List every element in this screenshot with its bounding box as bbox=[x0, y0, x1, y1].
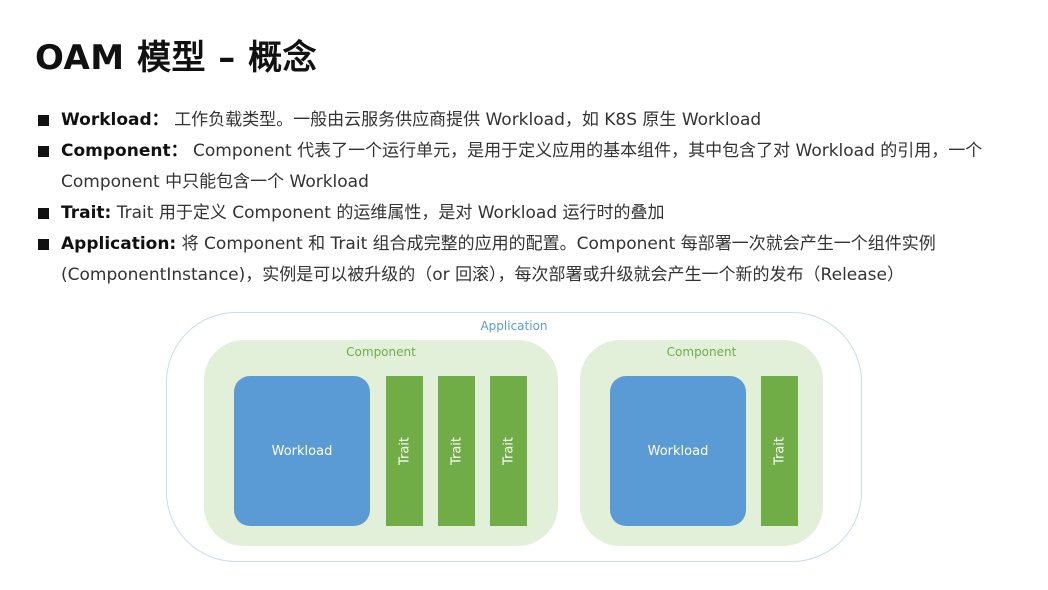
trait-label: Trait bbox=[397, 436, 412, 466]
application-container: Application Component Workload Trait Tra… bbox=[166, 312, 862, 562]
bullet-application: Application: 将 Component 和 Trait 组合成完整的应… bbox=[36, 229, 1036, 291]
square-bullet-icon bbox=[38, 239, 49, 250]
trait-label: Trait bbox=[501, 436, 516, 466]
bullet-list: Workload： 工作负载类型。一般由云服务供应商提供 Workload，如 … bbox=[36, 105, 1036, 291]
bullet-workload: Workload： 工作负载类型。一般由云服务供应商提供 Workload，如 … bbox=[36, 105, 1036, 136]
bullet-text: Component 中只能包含一个 Workload bbox=[61, 172, 369, 192]
page-title: OAM 模型 – 概念 bbox=[35, 38, 318, 78]
bullet-component: Component： Component 代表了一个运行单元，是用于定义应用的基… bbox=[36, 136, 1036, 198]
bullet-term: Workload： bbox=[61, 110, 169, 130]
workload-label: Workload bbox=[271, 443, 333, 459]
square-bullet-icon bbox=[38, 146, 49, 157]
workload-box: Workload bbox=[610, 376, 746, 526]
component-label: Component bbox=[666, 345, 737, 359]
workload-label: Workload bbox=[647, 443, 709, 459]
bullet-term: Trait: bbox=[61, 203, 112, 223]
component-label: Component bbox=[346, 345, 416, 359]
bullet-text: (ComponentInstance)，实例是可以被升级的（or 回滚），每次部… bbox=[61, 265, 904, 285]
workload-box: Workload bbox=[234, 376, 370, 526]
bullet-text: 工作负载类型。一般由云服务供应商提供 Workload，如 K8S 原生 Wor… bbox=[174, 110, 762, 130]
trait-box: Trait bbox=[761, 376, 798, 526]
trait-box: Trait bbox=[438, 376, 475, 526]
trait-box: Trait bbox=[386, 376, 423, 526]
bullet-text: Component 代表了一个运行单元，是用于定义应用的基本组件，其中包含了对 … bbox=[193, 141, 983, 161]
component-box-1: Component Workload Trait Trait Trait bbox=[204, 340, 558, 546]
trait-box: Trait bbox=[490, 376, 527, 526]
square-bullet-icon bbox=[38, 208, 49, 219]
bullet-text: 将 Component 和 Trait 组合成完整的应用的配置。Componen… bbox=[181, 234, 936, 254]
bullet-trait: Trait: Trait 用于定义 Component 的运维属性，是对 Wor… bbox=[36, 198, 1036, 229]
bullet-term: Application: bbox=[61, 234, 177, 254]
bullet-term: Component： bbox=[61, 141, 188, 161]
trait-label: Trait bbox=[772, 436, 787, 466]
component-box-2: Component Workload Trait bbox=[580, 340, 823, 546]
bullet-text: Trait 用于定义 Component 的运维属性，是对 Workload 运… bbox=[116, 203, 665, 223]
application-label: Application bbox=[480, 319, 548, 333]
trait-label: Trait bbox=[449, 436, 464, 466]
square-bullet-icon bbox=[38, 115, 49, 126]
